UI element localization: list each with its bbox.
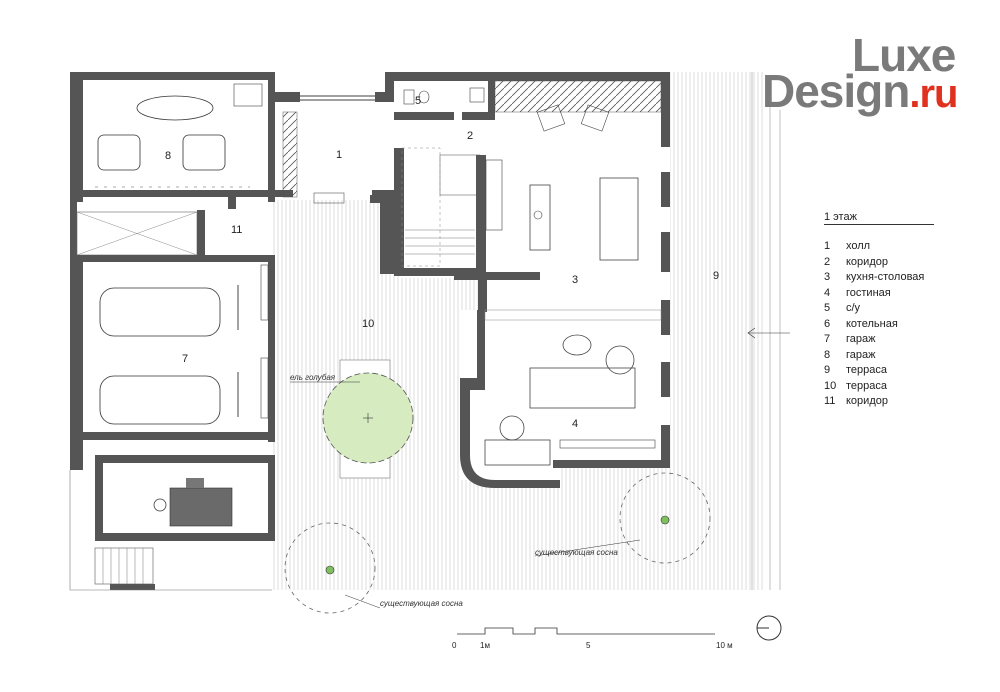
legend-item-name: холл	[846, 240, 871, 252]
terrace-9	[670, 72, 781, 590]
legend-item: 10 терраса	[824, 379, 934, 395]
legend-title: 1 этаж	[824, 211, 934, 225]
legend-item: 7 гараж	[824, 332, 934, 348]
legend-item-number: 3	[824, 271, 831, 283]
stair-core	[372, 147, 503, 276]
garage-8	[70, 72, 293, 202]
logo-word-design: Design.ru	[762, 64, 959, 118]
legend-item-number: 10	[824, 379, 837, 392]
legend-item-name: коридор	[846, 395, 888, 407]
legend-item-number: 2	[824, 255, 831, 268]
legend-item-name: коридор	[846, 255, 888, 268]
legend-item-name: гараж	[846, 348, 876, 361]
hall-1	[275, 92, 400, 204]
legend-item: 1 холл	[824, 239, 934, 255]
annotation-leader-lines	[290, 327, 790, 609]
annotation-pine-left: существующая сосна	[380, 599, 463, 608]
scale-label-0: 0	[452, 641, 457, 650]
scale-label-10m: 10 м	[716, 641, 733, 650]
legend-item: 11 коридор	[824, 394, 934, 410]
north-arrow-icon	[756, 615, 782, 641]
floor-legend: 1 этаж 1 холл 2 коридор 3 кухня-столовая 4 гост…	[824, 211, 934, 410]
legend-item: 4 гостиная	[824, 286, 934, 302]
exterior-stairs	[69, 470, 272, 591]
legend-item: 5 с/у	[824, 301, 934, 317]
legend-item-name: гараж	[846, 333, 876, 345]
room-label-8: 8	[165, 150, 171, 162]
legend-item-number: 8	[824, 348, 831, 361]
legend-item-name: терраса	[846, 364, 888, 376]
room-labels: 1 2 3 4 5 7 8 9 10 11	[165, 95, 719, 430]
legend-item-name: кухня-столовая	[846, 271, 925, 283]
logo-ru-suffix: .ru	[909, 72, 958, 116]
room-label-5: 5	[415, 95, 421, 107]
legend-item-number: 1	[824, 240, 831, 252]
legend-item: 2 коридор	[824, 255, 934, 271]
corridor-11	[70, 197, 236, 260]
legend-item-number: 4	[824, 286, 831, 299]
existing-pine-left	[284, 522, 376, 614]
bathroom-5	[394, 80, 662, 120]
boiler-room-6	[70, 440, 275, 541]
room-label-3: 3	[572, 274, 578, 286]
legend-item-name: гостиная	[846, 286, 891, 299]
room-label-11: 11	[231, 224, 242, 236]
legend-item: 6 котельная	[824, 317, 934, 333]
scale-label-1m: 1м	[480, 641, 490, 650]
legend-item-number: 11	[824, 395, 836, 407]
legend-list: 1 холл 2 коридор 3 кухня-столовая 4 гостиная 5 с/…	[824, 239, 934, 410]
luxedesign-logo: Luxe Design.ru	[762, 28, 967, 118]
logo-word-luxe: Luxe	[852, 29, 956, 81]
room-label-9: 9	[713, 270, 719, 282]
garage-7	[70, 255, 275, 442]
legend-item-name: котельная	[846, 317, 898, 330]
existing-pine-right	[619, 472, 711, 564]
living-area	[484, 309, 662, 466]
room-label-4: 4	[572, 418, 578, 430]
legend-item: 8 гараж	[824, 348, 934, 364]
scale-label-5: 5	[586, 641, 591, 650]
scale-bar: 0 1м 5 10 м	[452, 627, 733, 650]
blue-spruce-tree	[322, 359, 414, 479]
logo-design-text: Design	[762, 65, 910, 117]
legend-item: 9 терраса	[824, 363, 934, 379]
legend-item-name: терраса	[846, 379, 888, 392]
annotation-pine-right: существующая сосна	[535, 548, 618, 557]
legend-item-number: 6	[824, 317, 831, 330]
room-label-7: 7	[182, 353, 188, 365]
legend-item-name: с/у	[846, 302, 861, 314]
room-label-10: 10	[362, 318, 374, 330]
dining-area	[529, 104, 639, 261]
legend-item-number: 9	[824, 364, 831, 376]
terrace-10	[272, 200, 670, 590]
room-label-1: 1	[336, 149, 342, 161]
legend-item-number: 5	[824, 302, 831, 314]
room-label-2: 2	[467, 130, 473, 142]
legend-item-number: 7	[824, 333, 831, 345]
annotation-blue-spruce: ель голубая	[290, 373, 336, 382]
legend-item: 3 кухня-столовая	[824, 270, 934, 286]
